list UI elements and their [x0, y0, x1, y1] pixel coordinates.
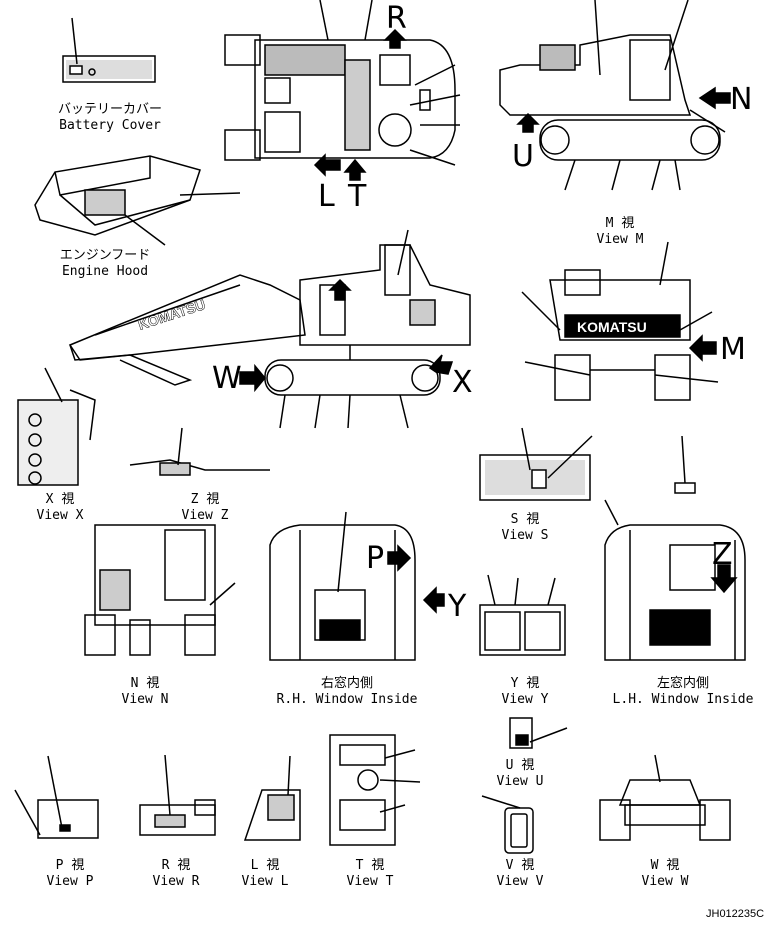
arrow-label-u: U: [512, 139, 534, 174]
caption-en: View P: [46, 874, 94, 889]
arrow-label-l: L: [318, 179, 335, 214]
caption-view-x: X 視 View X: [20, 492, 100, 524]
caption-view-w: W 視 View W: [625, 858, 705, 890]
caption-jp: 右窓内側: [320, 676, 373, 691]
caption-en: View T: [346, 874, 394, 889]
rear-brand-text: KOMATSU: [577, 319, 647, 335]
side-view-drawing: [499, 0, 731, 191]
caption-jp: Z 視: [190, 492, 220, 507]
arrow-label-w: W: [212, 361, 242, 396]
caption-en: R.H. Window Inside: [276, 692, 418, 707]
caption-lh-window: 左窓内側 L.H. Window Inside: [598, 676, 768, 708]
caption-view-v: V 視 View V: [480, 858, 560, 890]
caption-view-y: Y 視 View Y: [485, 676, 565, 708]
arrow-label-z: Z: [712, 537, 733, 572]
view-y-drawing: [479, 574, 566, 656]
view-s-drawing: [479, 427, 696, 501]
caption-jp: U 視: [505, 758, 535, 773]
arrow-label-y: Y: [448, 589, 467, 624]
caption-battery-cover: バッテリーカバー Battery Cover: [40, 102, 180, 134]
caption-view-l: L 視 View L: [225, 858, 305, 890]
caption-en: Battery Cover: [59, 118, 161, 133]
arrow-label-n: N: [730, 82, 753, 117]
arrow-label-r: R: [386, 1, 407, 36]
caption-jp: 左窓内側: [656, 676, 709, 691]
caption-en: View L: [241, 874, 289, 889]
arrow-label-x: X: [452, 365, 473, 400]
caption-jp: バッテリーカバー: [57, 102, 162, 117]
caption-jp: W 視: [650, 858, 680, 873]
caption-en: View N: [121, 692, 169, 707]
arrow-label-p: P: [366, 541, 385, 576]
caption-jp: R 視: [161, 858, 191, 873]
view-t-drawing: [329, 734, 421, 846]
rh-window-drawing: [269, 511, 445, 661]
caption-en: View V: [496, 874, 544, 889]
view-p-drawing: [14, 755, 99, 839]
caption-jp: X 視: [45, 492, 75, 507]
caption-view-n: N 視 View N: [105, 676, 185, 708]
caption-rh-window: 右窓内側 R.H. Window Inside: [262, 676, 432, 708]
caption-en: View U: [496, 774, 544, 789]
caption-en: View X: [36, 508, 84, 523]
boom-brand-text: KOMATSU: [136, 296, 207, 333]
top-view-drawing: [224, 0, 461, 181]
caption-jp: Y 視: [510, 676, 540, 691]
engine-hood-drawing: [34, 155, 241, 246]
caption-view-u: U 視 View U: [480, 758, 560, 790]
caption-jp: エンジンフード: [59, 248, 151, 263]
view-m-drawing: KOMATSU: [521, 241, 719, 401]
caption-view-t: T 視 View T: [330, 858, 410, 890]
view-r-drawing: [139, 754, 216, 836]
view-z-drawing: [129, 427, 270, 476]
caption-view-s: S 視 View S: [485, 512, 565, 544]
battery-cover-drawing: [62, 17, 156, 83]
caption-view-z: Z 視 View Z: [165, 492, 245, 524]
arrow-label-m: M: [720, 332, 746, 367]
caption-en: L.H. Window Inside: [612, 692, 754, 707]
caption-jp: M 視: [605, 216, 635, 231]
view-w-drawing: [599, 754, 731, 841]
caption-en: View Z: [181, 508, 229, 523]
view-v-drawing: [481, 795, 534, 854]
caption-en: View M: [596, 232, 644, 247]
drawing-code: JH012235C: [706, 908, 765, 920]
caption-view-p: P 視 View P: [30, 858, 110, 890]
view-n-drawing: [84, 524, 236, 656]
caption-jp: L 視: [250, 858, 280, 873]
arrow-label-t: T: [348, 179, 367, 214]
caption-view-r: R 視 View R: [136, 858, 216, 890]
caption-en: View S: [501, 528, 549, 543]
caption-en: View Y: [501, 692, 549, 707]
caption-jp: V 視: [505, 858, 535, 873]
view-x-drawing: [17, 367, 96, 486]
view-l-drawing: [243, 755, 301, 841]
caption-en: View W: [641, 874, 689, 889]
caption-jp: P 視: [55, 858, 85, 873]
caption-en: Engine Hood: [61, 264, 149, 279]
view-u-drawing: [509, 717, 568, 749]
lh-window-drawing: [604, 499, 746, 661]
caption-en: View R: [152, 874, 200, 889]
caption-jp: N 視: [130, 676, 160, 691]
caption-jp: T 視: [355, 858, 385, 873]
caption-jp: S 視: [510, 512, 540, 527]
caption-view-m: M 視 View M: [575, 216, 665, 248]
caption-engine-hood: エンジンフード Engine Hood: [40, 248, 170, 280]
